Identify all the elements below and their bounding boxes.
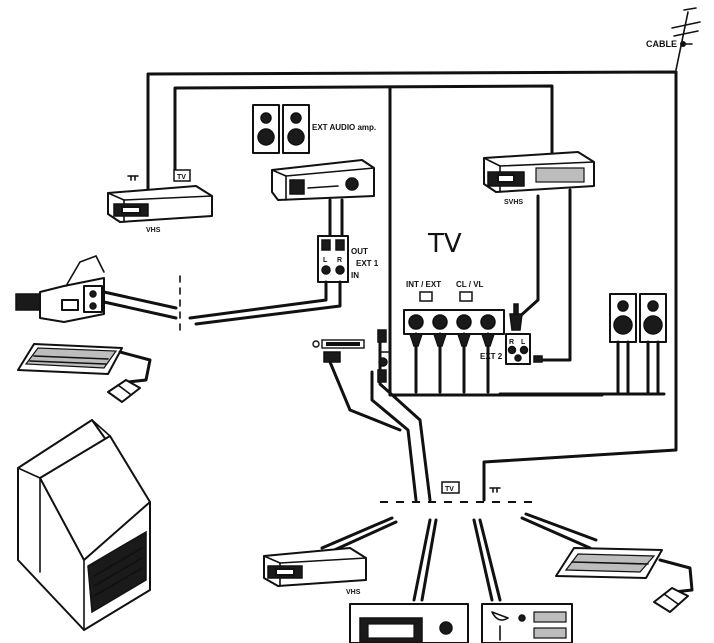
tv-rca-panel [403,309,505,335]
svg-text:TV: TV [177,174,186,181]
vhs-bottom-label: VHS [346,589,361,596]
game-console-icon [349,603,469,643]
cable-connector [680,41,686,47]
cl-vl-switch [459,291,473,302]
ext-audio-label: EXT AUDIO amp. [312,123,376,132]
satellite-receiver-icon [481,603,573,643]
monitor-rear-icon [17,419,151,631]
ext1-in-label: IN [351,271,359,280]
svhs-label: SVHS [504,199,523,206]
vhs-top-label: VHS [146,227,161,234]
svg-text:TV: TV [445,486,454,493]
ext2-label: EXT 2 [480,352,503,361]
int-ext-switch [419,291,433,302]
ext2-r-label: R [509,339,514,346]
svhs-recorder-icon [483,151,595,193]
int-ext-label: INT / EXT [406,280,441,289]
speaker-pair-icon [252,104,310,154]
speaker-pair-right-icon [609,293,667,343]
camcorder-icon [15,255,105,323]
cl-vl-label: CL / VL [456,280,484,289]
scart-symbol-top [127,175,139,181]
ext1-out-label: OUT [351,247,368,256]
scart-plug-icon [312,339,365,363]
tv-badge-bottom: TV [441,481,460,494]
amplifier-icon [271,159,375,201]
vcr-icon [107,185,213,223]
keyboard-bottom-icon [555,547,663,579]
ext1-l-label: L [323,257,328,264]
tv-title: TV [427,229,462,259]
ext1-label: EXT 1 [356,259,379,268]
cable-label: CABLE [646,39,677,49]
ext2-l-label: L [521,339,526,346]
tv-badge-top: TV [173,169,191,182]
antenna-plug [377,329,389,383]
vcr-bottom-icon [263,547,367,587]
ext1-r-label: R [337,257,342,264]
mouse-icon [107,379,141,403]
ext2-terminal: R L [505,333,531,365]
keyboard-icon [17,343,123,375]
ext1-terminal: L R [317,235,349,283]
scart-symbol-bottom [489,487,501,493]
mouse-bottom-icon [653,587,689,613]
antenna-icon [671,7,701,71]
